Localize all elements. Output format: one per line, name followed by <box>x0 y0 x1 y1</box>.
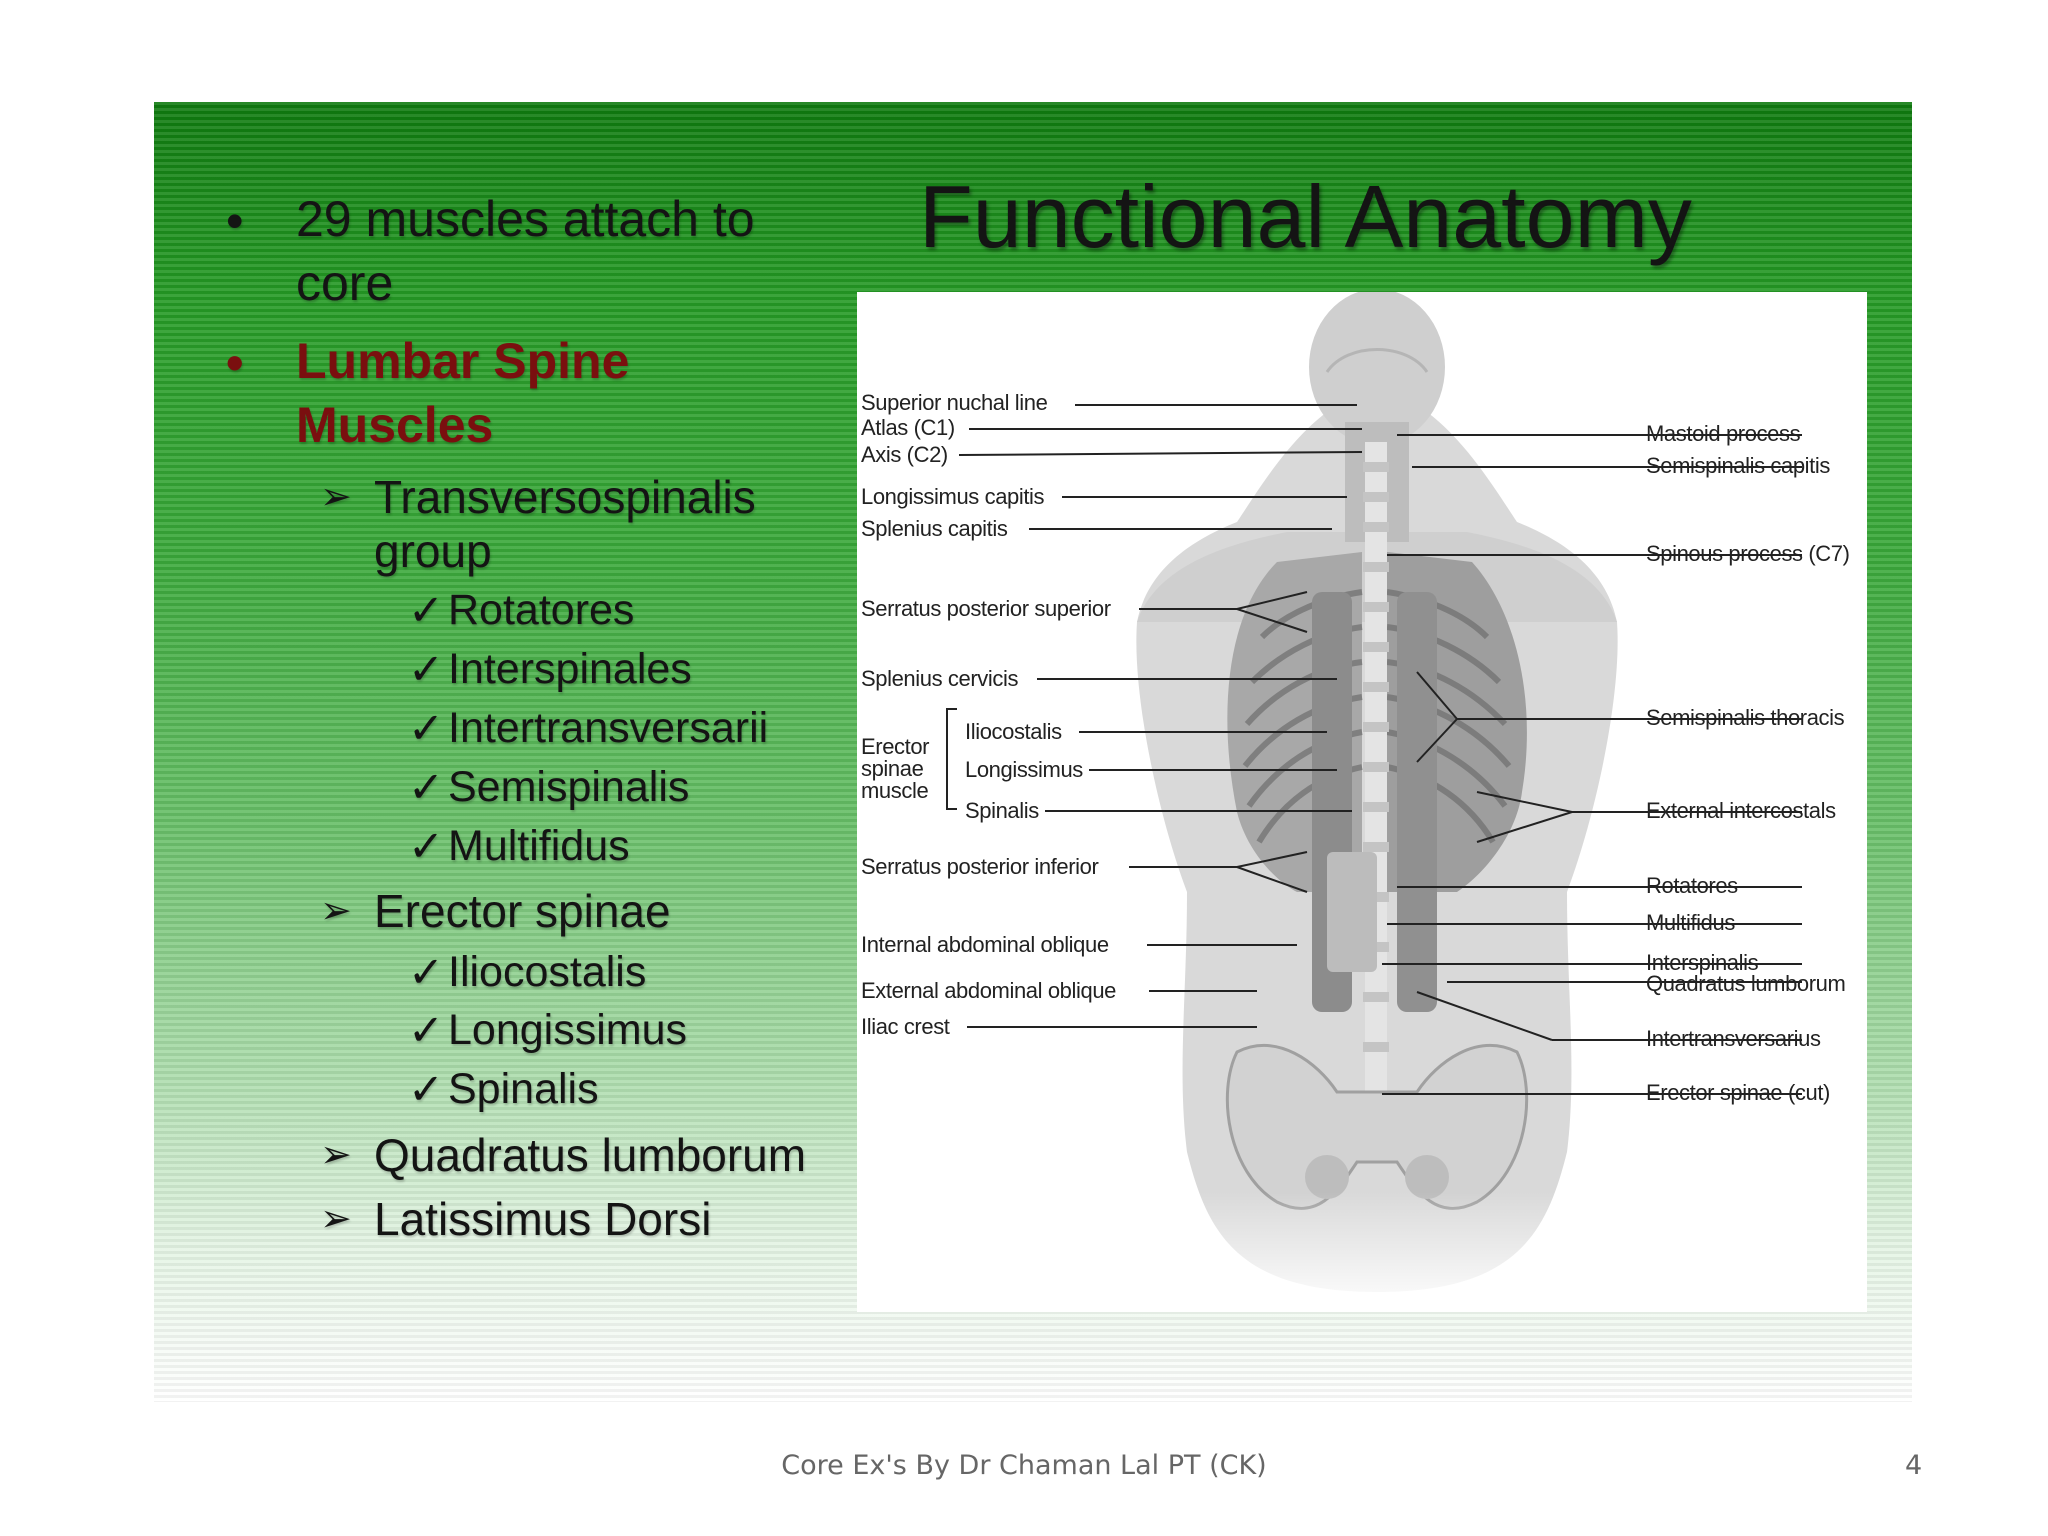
bullet-text: Iliocostalis <box>448 948 647 996</box>
page-number: 4 <box>1905 1450 1923 1481</box>
bullet-text: Spinalis <box>448 1065 599 1113</box>
slide-title: Functional Anatomy <box>919 167 1692 266</box>
label-atlas: Atlas (C1) <box>861 415 955 440</box>
bullet-text: 29 muscles attach to <box>296 191 755 247</box>
bullet-text: Semispinalis <box>448 763 690 811</box>
label-intertransversarius: Intertransversarius <box>1646 1026 1821 1051</box>
check-icon: ✓ <box>408 949 445 997</box>
bullet-marker: • <box>226 193 244 249</box>
label-spinae: spinae <box>861 756 924 781</box>
label-external-abdominal-oblique: External abdominal oblique <box>861 978 1116 1003</box>
bullet-marker: • <box>226 335 244 391</box>
arrow-bullet-icon: ➢ <box>320 476 352 518</box>
label-splenius-capitis: Splenius capitis <box>861 516 1008 541</box>
label-axis: Axis (C2) <box>861 442 948 467</box>
check-icon: ✓ <box>408 1066 445 1114</box>
check-icon: ✓ <box>408 764 445 812</box>
label-internal-abdominal-oblique: Internal abdominal oblique <box>861 932 1109 957</box>
check-icon: ✓ <box>408 823 445 871</box>
label-muscle: muscle <box>861 778 929 803</box>
bullet-text: Rotatores <box>448 586 635 634</box>
bullet-text: Latissimus Dorsi <box>374 1193 712 1245</box>
label-semispinalis-thoracis: Semispinalis thoracis <box>1646 705 1845 730</box>
bullet-text-cont: core <box>296 255 394 311</box>
bullet-text: Longissimus <box>448 1006 687 1054</box>
check-icon: ✓ <box>408 1007 445 1055</box>
label-interspinalis: Interspinalis <box>1646 950 1759 975</box>
label-spinous-process-c7: Spinous process (C7) <box>1646 541 1850 566</box>
label-mastoid-process: Mastoid process <box>1646 421 1801 446</box>
label-external-intercostals: External intercostals <box>1646 798 1836 823</box>
slide: Functional Anatomy • 29 muscles attach t… <box>154 102 1912 1402</box>
bullet-text: Lumbar Spine <box>296 333 630 389</box>
label-iliocostalis: Iliocostalis <box>965 719 1062 744</box>
footer-text: Core Ex's By Dr Chaman Lal PT (CK) <box>781 1450 1267 1481</box>
bullet-text: Interspinales <box>448 645 692 693</box>
label-erector-spinae-cut: Erector spinae (cut) <box>1646 1080 1830 1105</box>
check-icon: ✓ <box>408 646 445 694</box>
bullet-text: Intertransversarii <box>448 704 769 752</box>
label-semispinalis-capitis: Semispinalis capitis <box>1646 453 1830 478</box>
label-longissimus: Longissimus <box>965 757 1083 782</box>
label-splenius-cervicis: Splenius cervicis <box>861 666 1019 691</box>
bullet-text-cont: Muscles <box>296 397 494 453</box>
check-icon: ✓ <box>408 705 445 753</box>
label-iliac-crest: Iliac crest <box>861 1014 950 1039</box>
bullet-text: Multifidus <box>448 822 630 870</box>
label-serratus-posterior-inferior: Serratus posterior inferior <box>861 854 1099 879</box>
bullet-text: Transversospinalis <box>374 471 756 523</box>
label-serratus-posterior-superior: Serratus posterior superior <box>861 596 1111 621</box>
arrow-bullet-icon: ➢ <box>320 890 352 932</box>
label-longissimus-capitis: Longissimus capitis <box>861 484 1045 509</box>
label-superior-nuchal-line: Superior nuchal line <box>861 390 1048 415</box>
check-icon: ✓ <box>408 587 445 635</box>
arrow-bullet-icon: ➢ <box>320 1198 352 1240</box>
bullet-text-cont: group <box>374 525 492 577</box>
bullet-text: Quadratus lumborum <box>374 1129 807 1181</box>
label-rotatores: Rotatores <box>1646 873 1738 898</box>
label-multifidus: Multifidus <box>1646 910 1735 935</box>
back-muscles-illustration <box>857 292 1867 1312</box>
label-spinalis: Spinalis <box>965 798 1039 823</box>
arrow-bullet-icon: ➢ <box>320 1134 352 1176</box>
label-erector: Erector <box>861 734 930 759</box>
label-quadratus-lumborum: Quadratus lumborum <box>1646 971 1846 996</box>
bullet-text: Erector spinae <box>374 885 671 937</box>
anatomy-figure: Superior nuchal line Atlas (C1) Axis (C2… <box>857 292 1867 1312</box>
